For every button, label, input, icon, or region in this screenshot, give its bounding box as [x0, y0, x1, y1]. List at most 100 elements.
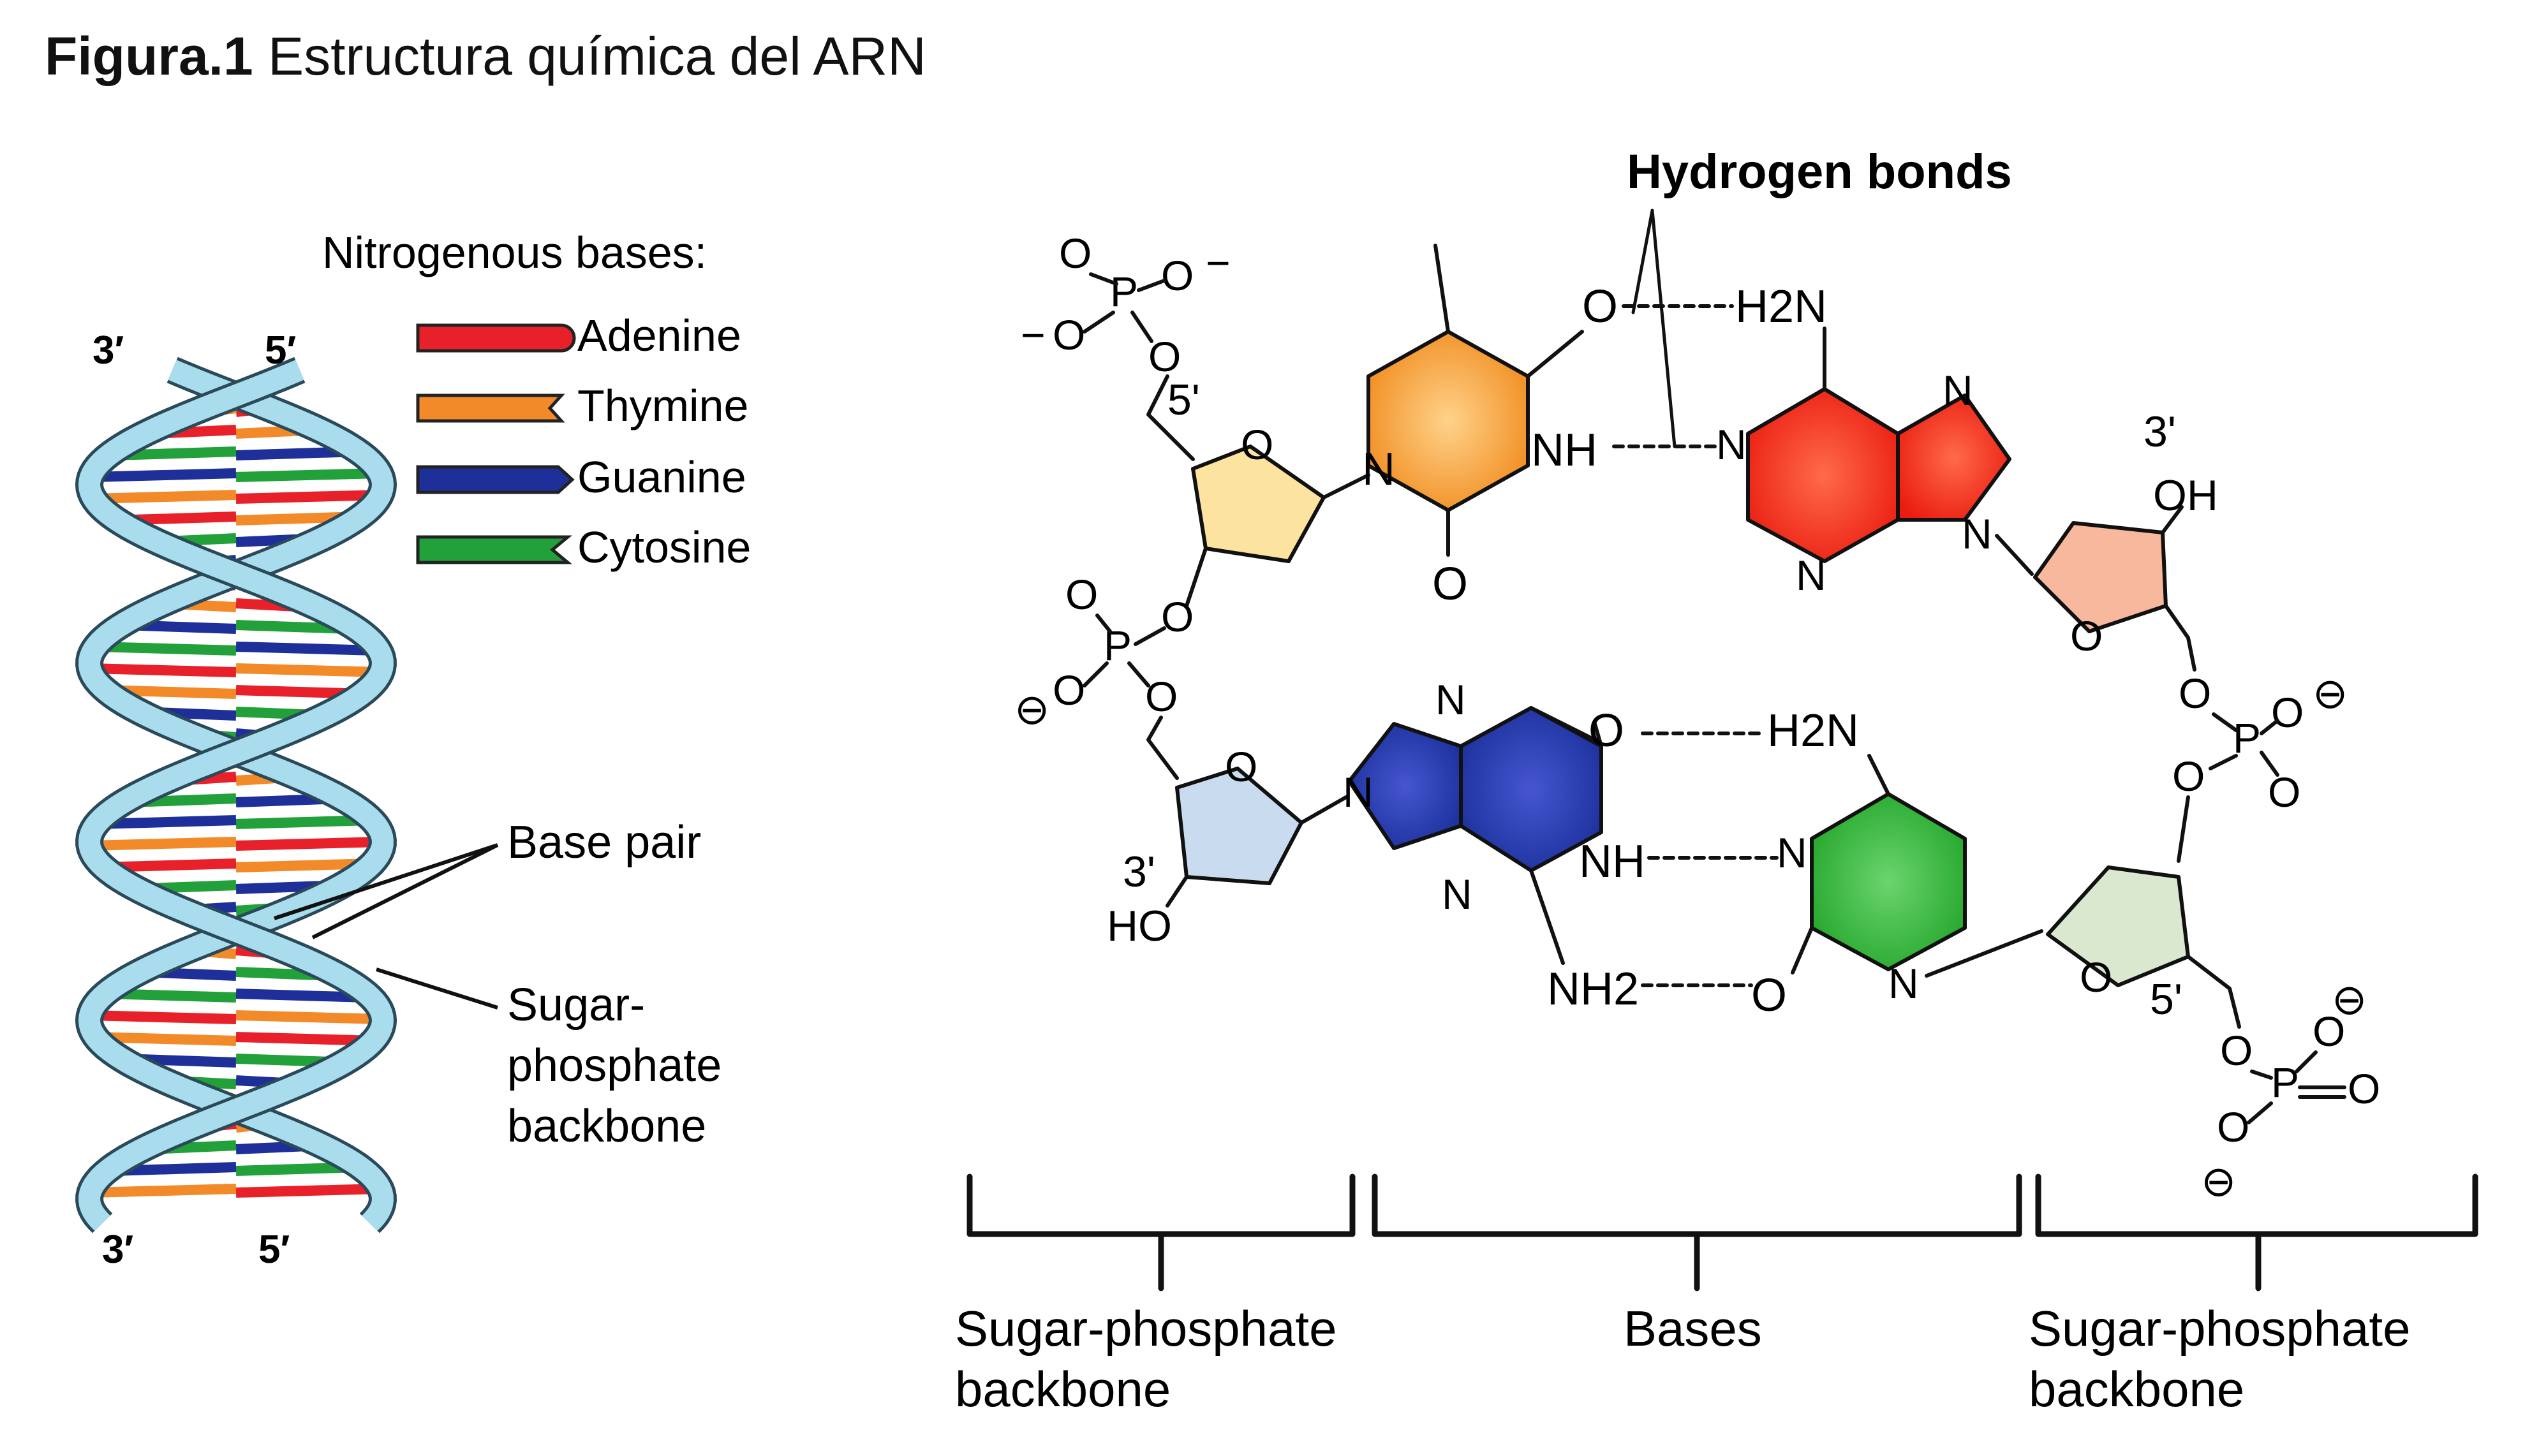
group-label-left-line-2: backbone	[955, 1361, 1171, 1417]
hbond-pointer-2	[1650, 209, 1677, 448]
charge-o-minus: ⊖	[2332, 976, 2367, 1023]
bond-sugar-br-to-phosphate	[2186, 955, 2241, 1029]
helix-base-rung	[235, 1184, 381, 1198]
cytosine-h2n: H2N	[1767, 705, 1859, 756]
group-labels: Sugar-phosphate backbone Bases Sugar-pho…	[955, 1300, 2410, 1417]
bond-sugar-tl-to-phosphate	[1185, 547, 1208, 608]
cytosine-ring	[1810, 792, 1967, 971]
adenine-h2n: H2N	[1735, 281, 1827, 332]
bond-sugar-tl-to-thymine	[1322, 473, 1370, 499]
adenine-swatch	[416, 323, 576, 353]
group-label-right-line-1: Sugar-phosphate	[2029, 1300, 2410, 1357]
helix-end-label-top-left: 3′	[93, 328, 124, 372]
legend-label-cytosine: Cytosine	[577, 522, 751, 572]
atom-p: P	[2233, 714, 2261, 761]
charge-minus: −	[1021, 311, 1046, 358]
helix-strand-2	[78, 360, 394, 1231]
adenine-base: H2N N N N N	[1716, 281, 2034, 599]
helix-base-rung	[235, 815, 373, 829]
three-prime-top-right: 3'	[2143, 408, 2176, 456]
thymine-oxygen-bottom: O	[1432, 559, 1468, 610]
five-prime-top-left: 5'	[1167, 376, 1200, 424]
helix-base-rung	[89, 663, 237, 677]
charge-o-minus: ⊖	[2313, 670, 2348, 717]
atom-o: O	[1161, 593, 1194, 640]
atom-o: O	[1145, 673, 1178, 720]
hydroxyl-top-right: OH	[2153, 471, 2218, 520]
guanine-nh2: NH2	[1547, 964, 1639, 1015]
bases-legend: Nitrogenous bases: Adenine Thymine Guani…	[322, 228, 751, 572]
helix-base-rung	[235, 663, 383, 677]
bond-sugar-bl-hydroxyl	[1166, 875, 1188, 908]
hbond-pointer-1	[1631, 209, 1654, 314]
bracket-bases	[1372, 1173, 2022, 1291]
atom-o: O	[1053, 666, 1085, 714]
caption-prefix: Figura.1	[45, 26, 253, 86]
legend-label-guanine: Guanine	[577, 452, 746, 502]
adenine-n9: N	[1962, 510, 1992, 557]
cytosine-n3: N	[1777, 829, 1807, 876]
helix-strand-1	[78, 360, 394, 1231]
atom-o: O	[1059, 230, 1092, 277]
legend-item-thymine: Thymine	[416, 381, 748, 430]
backbone-label-line-1: Sugar-	[507, 980, 645, 1031]
cytosine-n1: N	[1888, 960, 1919, 1007]
guanine-n9: N	[1343, 768, 1373, 816]
sugar-bottom-left	[1175, 767, 1303, 885]
helix-end-label-bottom-right: 5′	[258, 1228, 290, 1272]
adenine-n7: N	[1943, 367, 1973, 414]
helix-base-rung	[95, 642, 237, 656]
sugar-br-oxygen: O	[2080, 953, 2112, 1001]
bracket-right-backbone	[2035, 1173, 2478, 1291]
legend-item-adenine: Adenine	[416, 311, 741, 360]
guanine-n7: N	[1435, 676, 1466, 723]
guanine-amine-bond	[1529, 869, 1565, 965]
base-pair-label: Base pair	[507, 817, 701, 868]
thymine-oxygen-top: O	[1582, 281, 1618, 332]
charge-minus: −	[1206, 239, 1231, 286]
helix-backbone	[75, 357, 397, 1233]
thymine-n-sugar: N	[1362, 444, 1395, 495]
atom-o: O	[2217, 1103, 2249, 1151]
backbone-label-line-2: phosphate	[507, 1040, 722, 1091]
bond-phosphate-sugar-tl	[1146, 374, 1195, 461]
atom-p: P	[1110, 268, 1138, 315]
bond-adenine-to-sugar-tr	[1995, 534, 2034, 576]
figure-caption: Figura.1 Estructura química del ARN	[45, 26, 926, 87]
atom-o: O	[2172, 753, 2205, 800]
guanine-nh: NH	[1579, 836, 1645, 887]
legend-label-thymine: Thymine	[577, 381, 748, 430]
adenine-six-ring	[1746, 387, 1900, 563]
phosphate-bottom-right: O P O ⊖ O O ⊖	[2201, 976, 2380, 1205]
atom-o: O	[1065, 571, 1098, 618]
sugar-tl-oxygen: O	[1241, 421, 1273, 468]
bond-phosphate-sugar-br	[2177, 795, 2190, 863]
backbone-label-line-3: backbone	[507, 1101, 706, 1152]
helix-base-rung	[92, 468, 237, 482]
adenine-n3: N	[1796, 552, 1826, 599]
thymine-methyl-bond	[1433, 244, 1450, 334]
bond-phosphate-sugar-bl	[1146, 716, 1179, 780]
thymine-swatch	[416, 393, 565, 423]
base-pair-pointer-2	[311, 843, 499, 939]
helix-base-rung	[89, 1010, 237, 1024]
legend-item-guanine: Guanine	[416, 452, 746, 502]
guanine-oxygen: O	[1588, 705, 1624, 756]
group-label-right-line-2: backbone	[2029, 1361, 2244, 1417]
helix-base-rung	[235, 642, 377, 656]
bracket-left-backbone	[966, 1173, 1356, 1291]
chemical-structure: Hydrogen bonds O P O − − O O 5' O	[955, 145, 2478, 1417]
atom-o: O	[1148, 333, 1181, 380]
phosphate-top-left: O P O − − O O	[1021, 230, 1231, 380]
guanine-swatch	[416, 465, 575, 494]
helix-base-rung	[235, 468, 380, 482]
thymine-carbonyl-top	[1526, 330, 1584, 378]
guanine-carbonyl	[1529, 706, 1603, 748]
helix-end-label-bottom-left: 3′	[102, 1228, 133, 1272]
bond-cytosine-to-sugar-br	[1925, 929, 2043, 978]
thymine-nh: NH	[1531, 425, 1597, 476]
helix-base-rung	[89, 837, 237, 851]
atom-p: P	[2271, 1059, 2299, 1106]
atom-o: O	[2313, 1008, 2345, 1055]
